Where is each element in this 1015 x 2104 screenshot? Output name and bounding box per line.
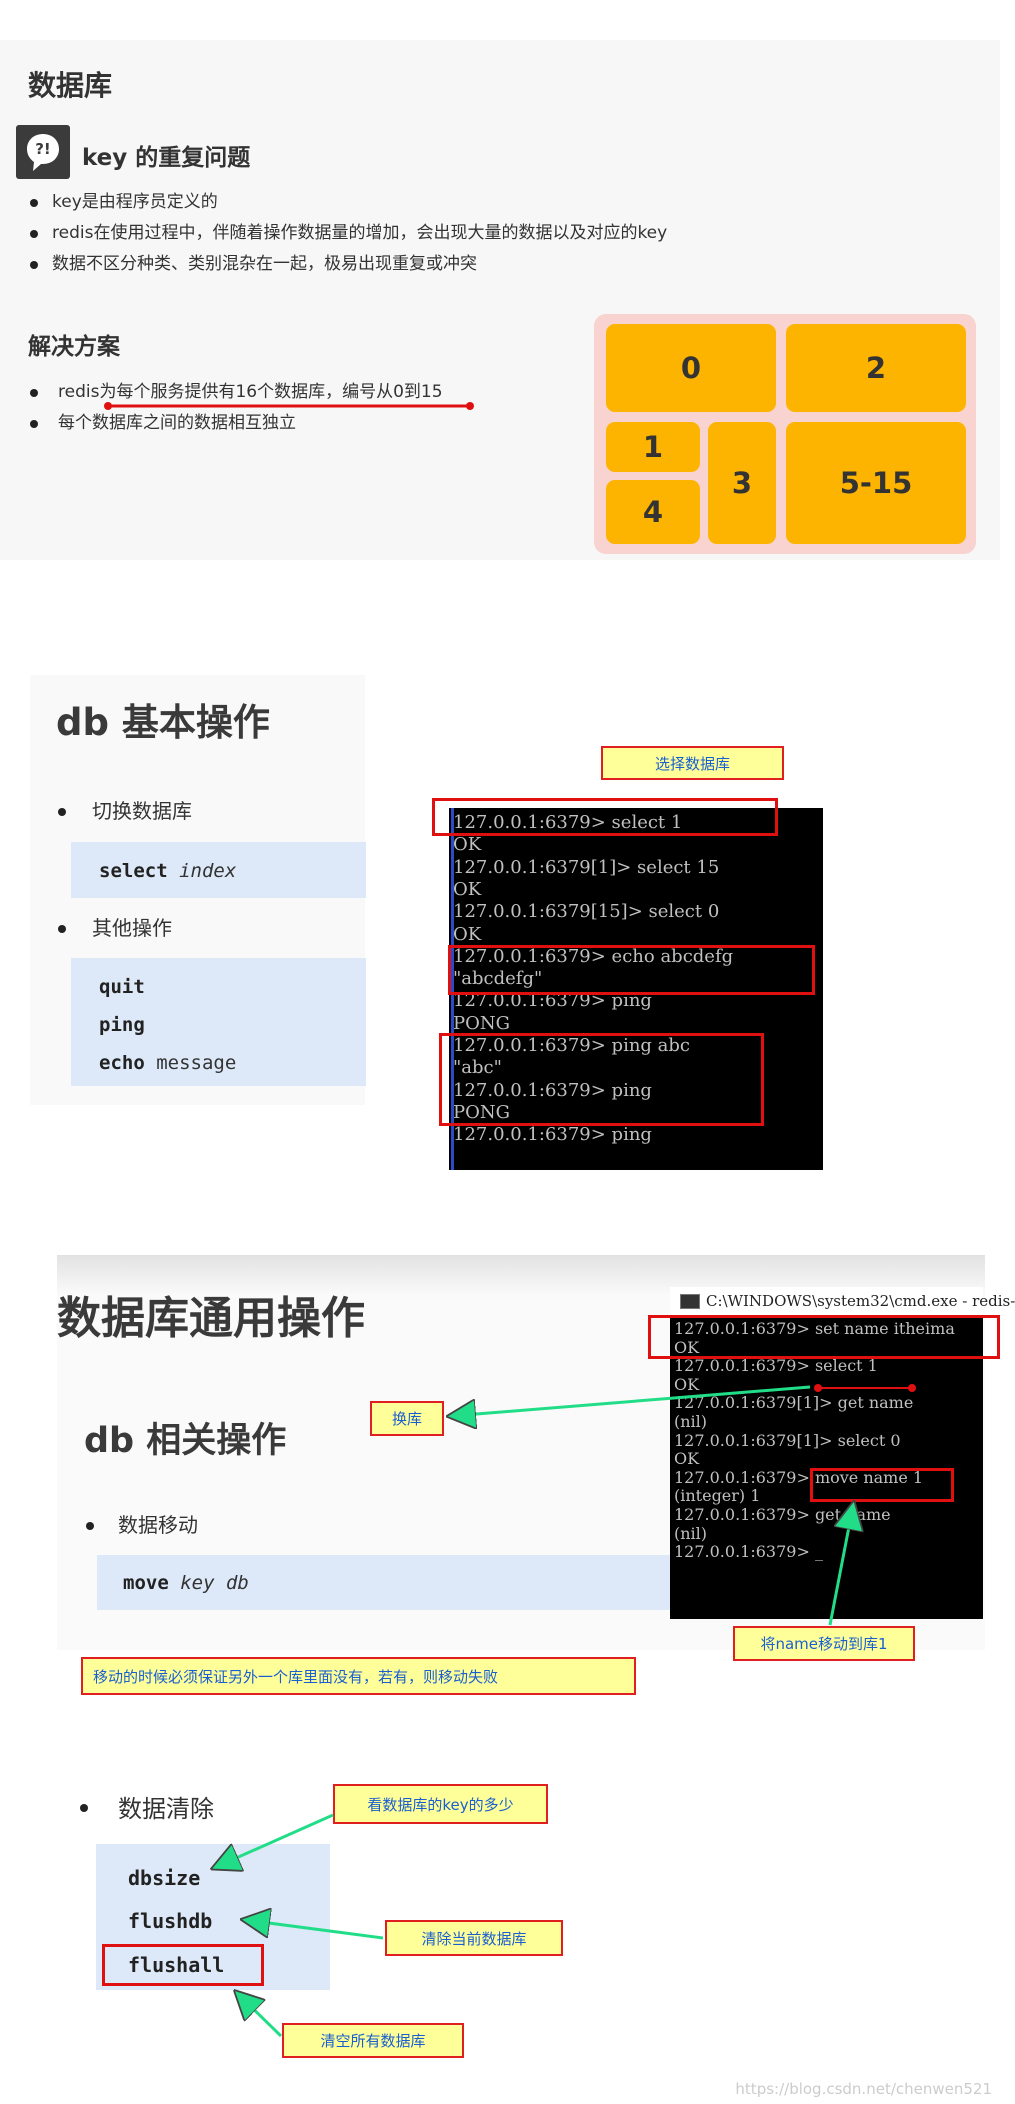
arrow-flushall — [238, 1994, 283, 2038]
quit-command: quit — [99, 976, 145, 998]
cmd-icon — [680, 1294, 700, 1309]
console-line: 127.0.0.1:6379[1]> get name — [674, 1393, 914, 1413]
ping-command: ping — [99, 1014, 145, 1036]
move-warning-note: 移动的时候必须保证另外一个库里面没有，若有，则移动失败 — [81, 1657, 636, 1695]
cmd-window-title: C:\WINDOWS\system32\cmd.exe - redis- — [706, 1292, 1015, 1310]
red-underline-annotation — [104, 402, 474, 410]
highlight-move-name — [810, 1468, 954, 1502]
highlight-set-name — [648, 1315, 1000, 1359]
key-duplication-heading: key 的重复问题 — [82, 145, 251, 171]
console-line: OK — [453, 834, 482, 856]
console-line: 127.0.0.1:6379> ping — [453, 990, 652, 1012]
switch-db-bullet: 切换数据库 — [56, 796, 192, 827]
clear-code-box: dbsize flushdb flushall — [96, 1844, 330, 1990]
db-tile-2: 2 — [786, 324, 966, 412]
cmd-window: C:\WINDOWS\system32\cmd.exe - redis- 127… — [670, 1287, 1015, 1619]
dbsize-command: dbsize — [128, 1866, 201, 1890]
problem-list: key是由程序员定义的 redis在使用过程中，伴随着操作数据量的增加，会出现大… — [28, 187, 768, 280]
arrow-flushdb — [246, 1920, 384, 1940]
solution-heading: 解决方案 — [28, 334, 120, 360]
svg-text:?!: ?! — [35, 140, 51, 158]
console-line: OK — [674, 1374, 700, 1394]
console-line: 127.0.0.1:6379[1]> select 0 — [674, 1430, 901, 1450]
arrow-move-name — [828, 1506, 853, 1626]
console-line: 127.0.0.1:6379> ping abc — [453, 1035, 691, 1056]
console-line: OK — [453, 923, 482, 945]
list-item: 每个数据库之间的数据相互独立 — [28, 408, 548, 439]
console-line: 127.0.0.1:6379[1]> select 15 — [453, 856, 720, 878]
list-item: redis为每个服务提供有16个数据库，编号从0到15 — [28, 377, 548, 408]
arrow-dbsize — [216, 1813, 334, 1867]
select-command: select index — [99, 860, 237, 882]
data-move-bullet: 数据移动 — [84, 1510, 198, 1541]
db-related-operations-title: db 相关操作 — [84, 1421, 287, 1461]
db-tile-3: 3 — [708, 422, 776, 544]
arrow-switch-db — [452, 1385, 811, 1416]
console-line: "abc" — [453, 1057, 502, 1079]
console-line: 127.0.0.1:6379> ping — [453, 1124, 652, 1146]
highlight-ping — [439, 1033, 764, 1126]
flushdb-note: 清除当前数据库 — [385, 1920, 563, 1956]
list-item: 数据清除 — [78, 1792, 214, 1826]
highlight-echo — [448, 945, 815, 995]
console-line: 127.0.0.1:6379> select 1 — [674, 1356, 878, 1376]
console-line: 127.0.0.1:6379> move name 1 — [674, 1467, 924, 1487]
console-line: "abcdefg" — [453, 968, 543, 990]
solution-list: redis为每个服务提供有16个数据库，编号从0到15 每个数据库之间的数据相互… — [28, 377, 548, 439]
db-tile-1: 1 — [606, 422, 700, 472]
console-line: PONG — [453, 1101, 510, 1123]
list-item: 切换数据库 — [56, 796, 192, 827]
move-to-db1-note: 将name移动到库1 — [733, 1626, 915, 1661]
move-code-box: move key db — [97, 1555, 672, 1610]
other-operations-bullet: 其他操作 — [56, 913, 172, 944]
console-line: 127.0.0.1:6379> select 1 — [453, 812, 683, 833]
dbsize-note: 看数据库的key的多少 — [333, 1784, 548, 1824]
console-line: PONG — [453, 1012, 510, 1034]
highlight-flushall — [102, 1944, 264, 1986]
flushall-note: 清空所有数据库 — [282, 2023, 464, 2058]
data-clear-bullet: 数据清除 — [78, 1792, 214, 1826]
console-line: (nil) — [674, 1523, 708, 1543]
list-item: 数据移动 — [84, 1510, 198, 1541]
console-line: 127.0.0.1:6379> _ — [674, 1542, 823, 1562]
list-item: key是由程序员定义的 — [28, 187, 768, 218]
red-marker-line — [814, 1384, 916, 1392]
console-line: OK — [674, 1337, 700, 1357]
list-item: 数据不区分种类、类别混杂在一起，极易出现重复或冲突 — [28, 249, 768, 280]
console-line: 127.0.0.1:6379> echo abcdefg — [453, 945, 734, 967]
list-item: redis在使用过程中，伴随着操作数据量的增加，会出现大量的数据以及对应的key — [28, 218, 768, 249]
switch-db-note: 换库 — [370, 1401, 444, 1436]
database-grid-diagram: 0 2 1 3 5-15 4 — [594, 314, 976, 554]
console-scroll-edge — [451, 808, 454, 1170]
watermark: https://blog.csdn.net/chenwen521 — [735, 2080, 992, 2098]
cmd-title-bar: C:\WINDOWS\system32\cmd.exe - redis- — [670, 1287, 1015, 1315]
db-general-operations-title: 数据库通用操作 — [57, 1293, 365, 1344]
question-bubble-icon: ?! — [16, 125, 70, 179]
console-line: 127.0.0.1:6379> ping — [453, 1079, 652, 1101]
console-line: (integer) 1 — [674, 1486, 761, 1506]
section-title: 数据库 — [28, 69, 113, 102]
flushdb-command: flushdb — [128, 1909, 213, 1933]
other-code-box: quit ping echo message — [71, 958, 366, 1086]
console-line: OK — [674, 1449, 700, 1469]
console-line: 127.0.0.1:6379[15]> select 0 — [453, 901, 720, 923]
console-line: (nil) — [674, 1412, 708, 1431]
select-db-note: 选择数据库 — [601, 746, 784, 780]
db-tile-4: 4 — [606, 480, 700, 544]
echo-command: echo message — [99, 1052, 237, 1074]
console-line: OK — [453, 878, 482, 900]
db-basic-operations-title: db 基本操作 — [56, 701, 270, 744]
db-tile-0: 0 — [606, 324, 776, 412]
flushall-command: flushall — [128, 1953, 225, 1977]
console-line: 127.0.0.1:6379> set name itheima — [674, 1319, 955, 1338]
list-item: 其他操作 — [56, 913, 172, 944]
select-code-box: select index — [71, 842, 366, 898]
db-tile-5-15: 5-15 — [786, 422, 966, 544]
move-command: move key db — [123, 1572, 249, 1594]
highlight-select-1 — [432, 798, 778, 836]
